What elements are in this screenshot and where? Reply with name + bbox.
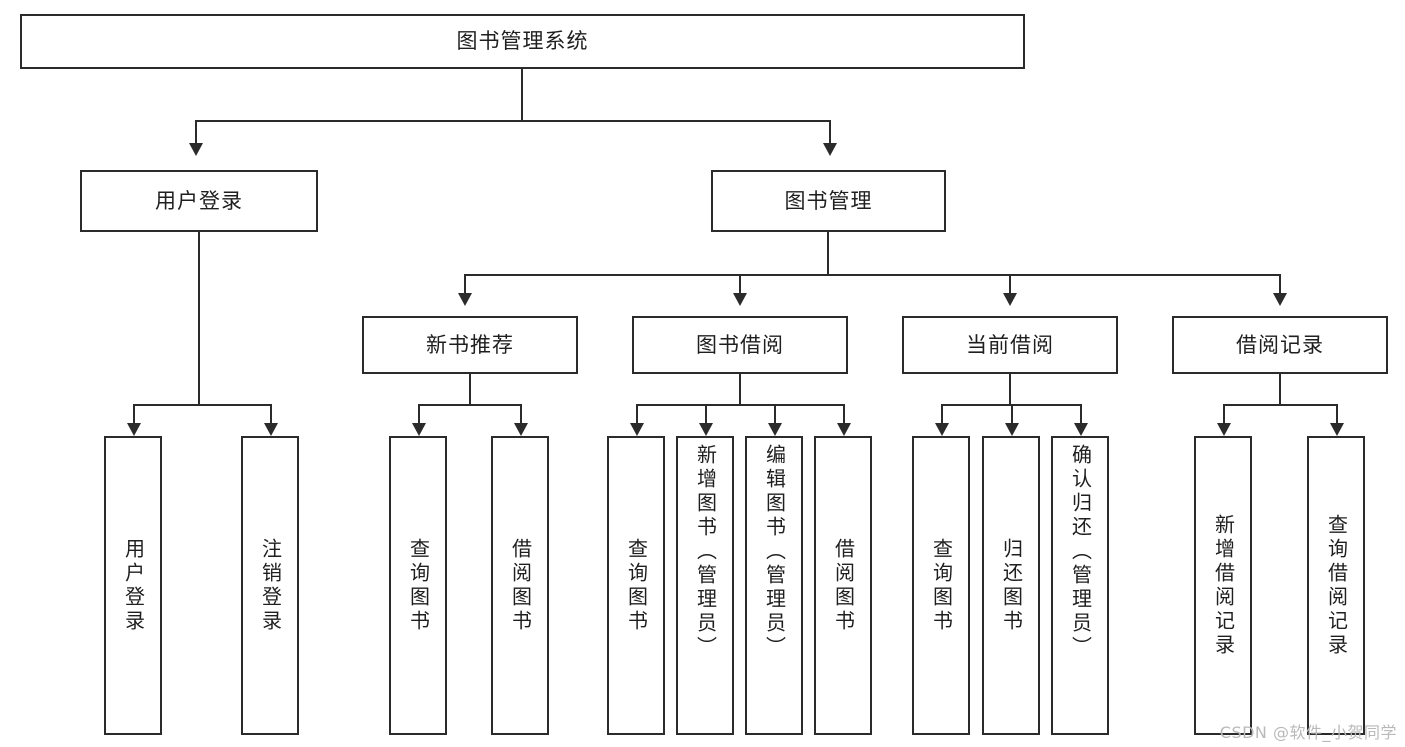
arrow-borrow-to-leaf2 [699, 423, 713, 436]
connector-newbooks-bus [418, 404, 522, 406]
leaf-add-borrow-record[interactable]: 新增借阅记录 [1194, 436, 1252, 735]
connector-records-stem [1279, 374, 1281, 404]
connector-root-to-bookmgmt [829, 120, 831, 145]
connector-login-to-leaf2 [270, 404, 272, 426]
connector-bookmgmt-to-records [1279, 274, 1281, 296]
arrow-bookmgmt-to-current [1003, 293, 1017, 306]
connector-records-bus [1223, 404, 1337, 406]
connector-root-bus [195, 120, 831, 122]
leaf-borrow-book-newbooks[interactable]: 借阅图书 [491, 436, 549, 735]
node-label: 查询图书 [624, 537, 649, 634]
node-label: 注销登录 [258, 537, 283, 634]
arrow-records-to-leaf1 [1217, 423, 1231, 436]
connector-borrow-to-leaf3 [774, 404, 776, 426]
arrow-current-to-leaf2 [1005, 423, 1019, 436]
node-label: 查询图书 [406, 537, 431, 634]
connector-newbooks-to-leaf2 [520, 404, 522, 426]
leaf-logout[interactable]: 注销登录 [241, 436, 299, 735]
arrow-bookmgmt-to-borrow [733, 293, 747, 306]
connector-bookmgmt-to-borrow [739, 274, 741, 296]
node-current-borrow[interactable]: 当前借阅 [902, 316, 1118, 374]
leaf-query-book-newbooks[interactable]: 查询图书 [389, 436, 447, 735]
connector-login-bus [133, 404, 272, 406]
leaf-borrow-book[interactable]: 借阅图书 [814, 436, 872, 735]
leaf-query-book-current[interactable]: 查询图书 [912, 436, 970, 735]
connector-records-to-leaf2 [1336, 404, 1338, 426]
connector-borrow-stem [739, 374, 741, 404]
arrow-records-to-leaf2 [1330, 423, 1344, 436]
node-root-library-system[interactable]: 图书管理系统 [20, 14, 1025, 69]
node-label: 借阅图书 [508, 537, 533, 634]
node-label: 当前借阅 [966, 332, 1054, 357]
arrow-login-to-leaf2 [264, 423, 278, 436]
connector-login-stem [198, 232, 200, 404]
arrow-current-to-leaf1 [935, 423, 949, 436]
connector-borrow-bus [636, 404, 845, 406]
leaf-query-borrow-record[interactable]: 查询借阅记录 [1307, 436, 1365, 735]
node-label: 归还图书 [999, 537, 1024, 634]
leaf-edit-book-admin[interactable]: 编辑图书（管理员） [745, 436, 803, 735]
leaf-return-book[interactable]: 归还图书 [982, 436, 1040, 735]
node-label: 新增借阅记录 [1211, 513, 1236, 658]
node-label: 借阅记录 [1236, 332, 1324, 357]
node-label: 用户登录 [155, 188, 243, 213]
connector-root-stem [521, 69, 523, 120]
node-label: 确认归还（管理员） [1068, 444, 1093, 660]
node-label: 图书管理 [784, 188, 873, 213]
arrow-login-to-leaf1 [127, 423, 141, 436]
connector-bookmgmt-to-current [1009, 274, 1011, 296]
arrow-root-to-bookmgmt [823, 143, 837, 156]
arrow-current-to-leaf3 [1074, 423, 1088, 436]
connector-current-stem [1009, 374, 1011, 404]
node-label: 查询图书 [929, 537, 954, 634]
connector-login-to-leaf1 [133, 404, 135, 426]
connector-newbooks-stem [469, 374, 471, 404]
connector-borrow-to-leaf1 [636, 404, 638, 426]
arrow-bookmgmt-to-records [1273, 293, 1287, 306]
node-label: 新书推荐 [426, 332, 514, 357]
arrow-newbooks-to-leaf2 [514, 423, 528, 436]
connector-records-to-leaf1 [1223, 404, 1225, 426]
connector-bookmgmt-bus [464, 274, 1280, 276]
node-label: 新增图书（管理员） [693, 444, 718, 660]
connector-root-to-login [195, 120, 197, 145]
connector-current-to-leaf2 [1011, 404, 1013, 426]
connector-bookmgmt-stem [827, 232, 829, 274]
node-user-login[interactable]: 用户登录 [80, 170, 318, 232]
node-new-book-recommend[interactable]: 新书推荐 [362, 316, 578, 374]
arrow-borrow-to-leaf1 [630, 423, 644, 436]
node-label: 借阅图书 [831, 537, 856, 634]
node-label: 查询借阅记录 [1324, 513, 1349, 658]
connector-current-to-leaf1 [941, 404, 943, 426]
leaf-query-book-borrow[interactable]: 查询图书 [607, 436, 665, 735]
arrow-borrow-to-leaf4 [837, 423, 851, 436]
arrow-bookmgmt-to-newbooks [458, 293, 472, 306]
connector-newbooks-to-leaf1 [418, 404, 420, 426]
node-borrow-records[interactable]: 借阅记录 [1172, 316, 1388, 374]
leaf-confirm-return-admin[interactable]: 确认归还（管理员） [1051, 436, 1109, 735]
node-label: 用户登录 [121, 537, 146, 634]
connector-bookmgmt-to-newbooks [464, 274, 466, 296]
arrow-borrow-to-leaf3 [768, 423, 782, 436]
leaf-user-login[interactable]: 用户登录 [104, 436, 162, 735]
arrow-root-to-login [189, 143, 203, 156]
arrow-newbooks-to-leaf1 [412, 423, 426, 436]
node-label: 图书管理系统 [456, 29, 589, 54]
leaf-add-book-admin[interactable]: 新增图书（管理员） [676, 436, 734, 735]
connector-current-to-leaf3 [1080, 404, 1082, 426]
connector-borrow-to-leaf2 [705, 404, 707, 426]
node-label: 图书借阅 [696, 332, 784, 357]
node-book-borrow[interactable]: 图书借阅 [632, 316, 848, 374]
node-label: 编辑图书（管理员） [762, 444, 787, 660]
connector-borrow-to-leaf4 [843, 404, 845, 426]
node-book-management[interactable]: 图书管理 [711, 170, 946, 232]
